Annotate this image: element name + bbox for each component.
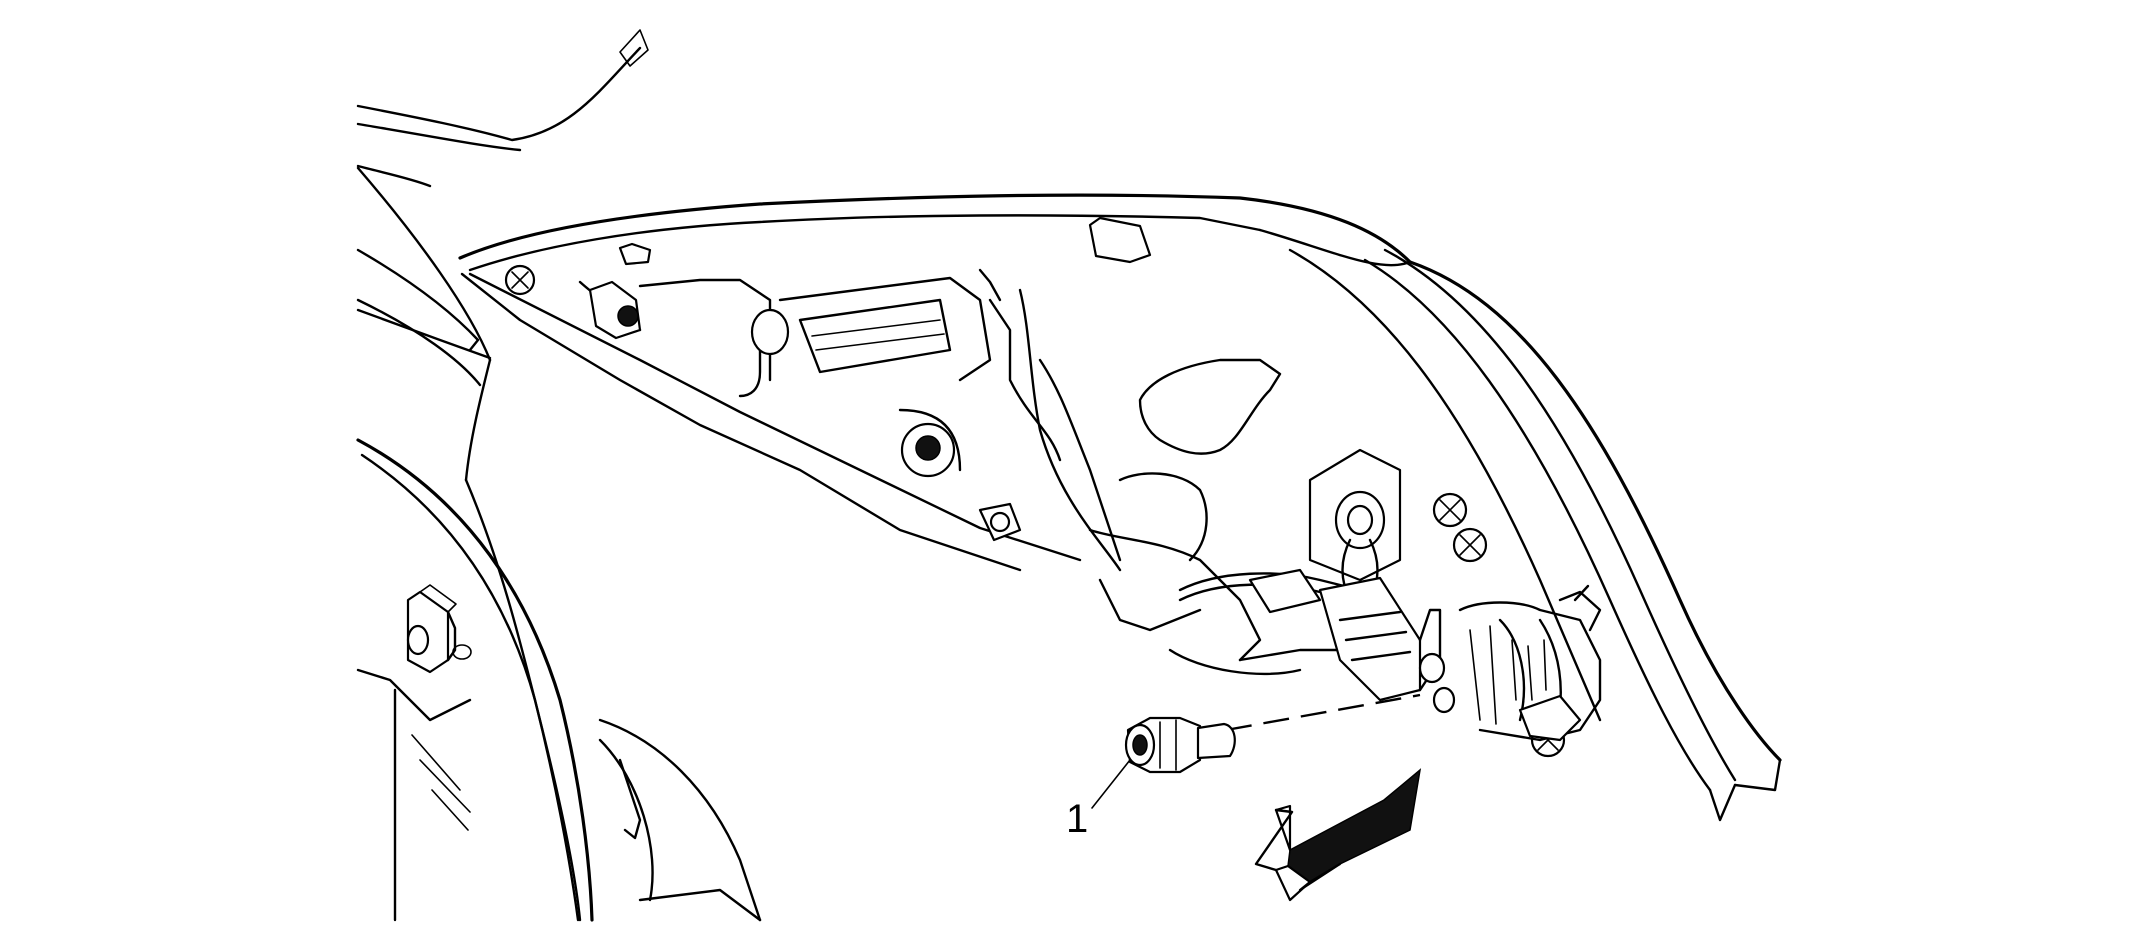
callout-leader-1: [1091, 759, 1131, 809]
install-path-line: [1225, 693, 1421, 732]
taillamp-assembly: [458, 193, 1782, 822]
bulb-and-socket: [1091, 693, 1421, 809]
bulb-glass: [1196, 722, 1236, 760]
quarter-panel-structure: [356, 29, 762, 922]
view-direction-arrow: [1254, 768, 1422, 902]
callout-label-1: 1: [1066, 797, 1088, 841]
